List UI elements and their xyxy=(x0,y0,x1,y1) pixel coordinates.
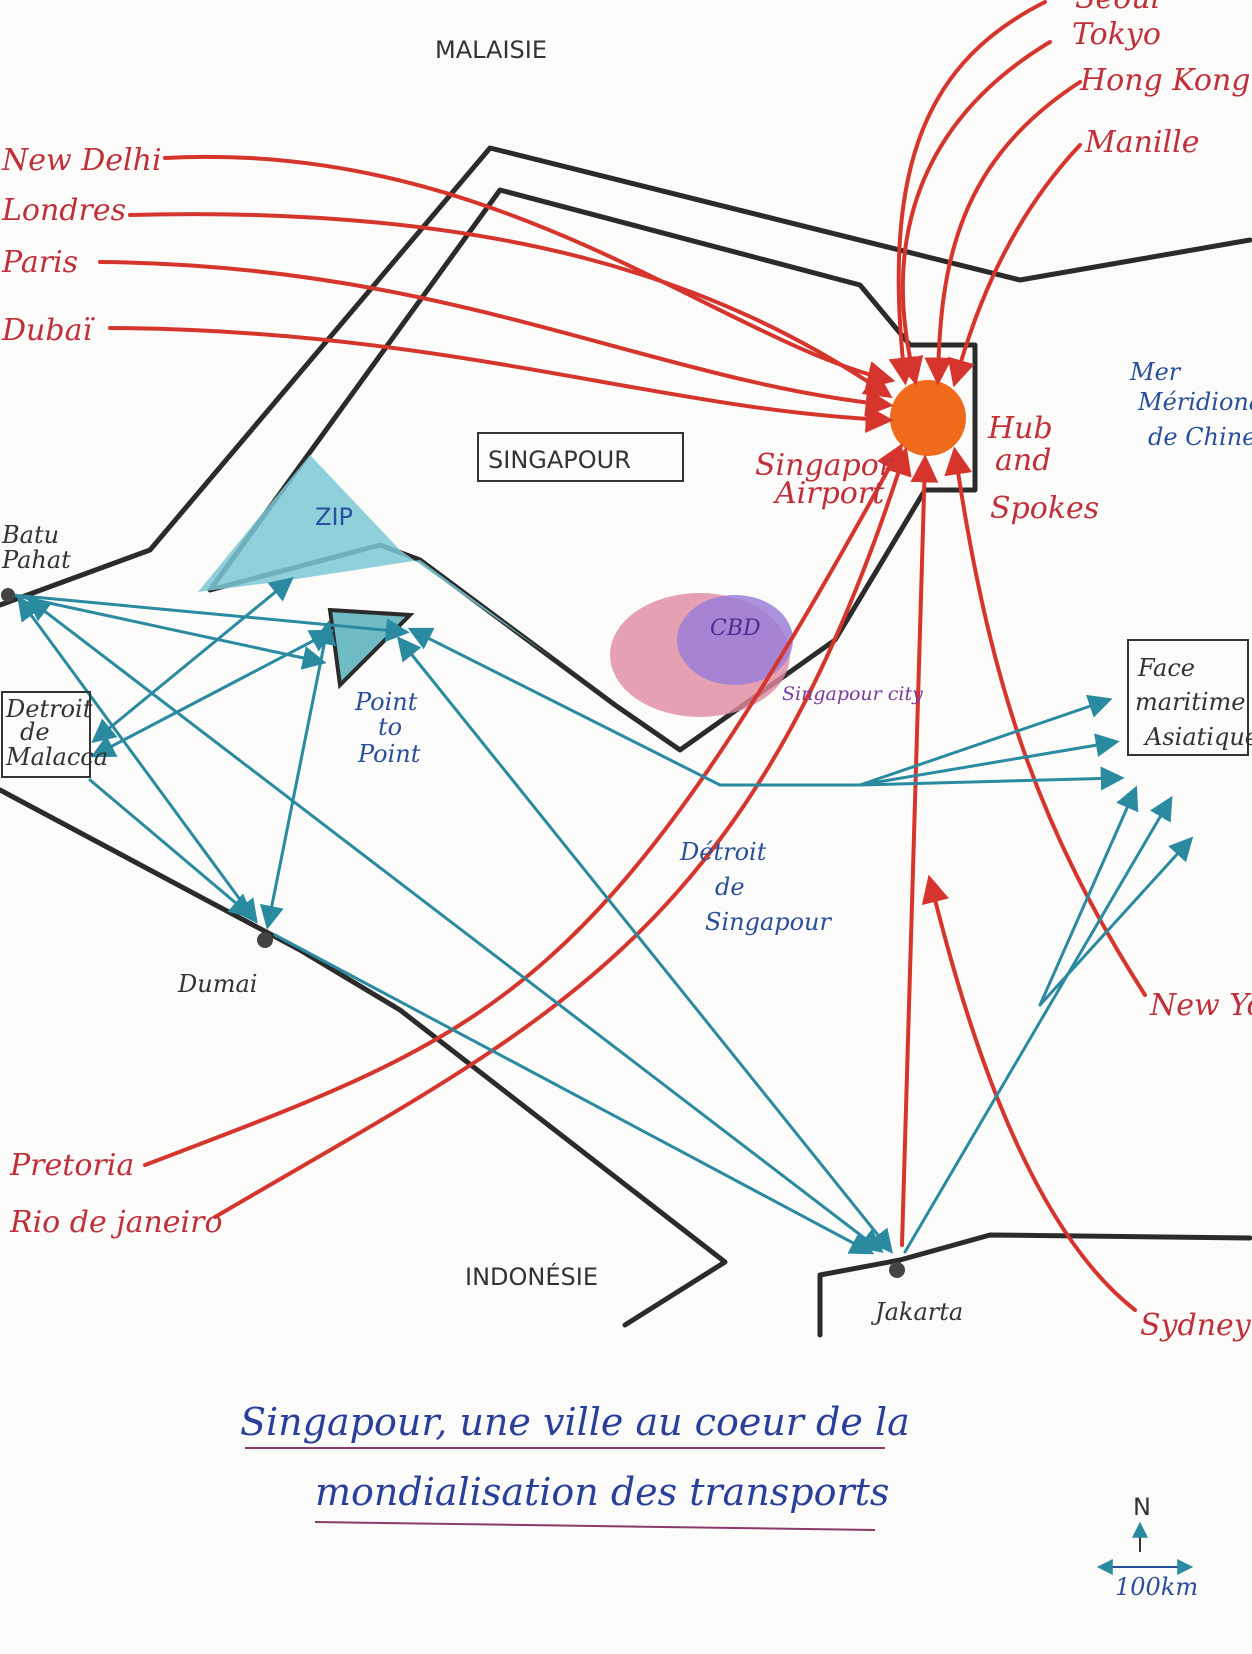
label-zip: ZIP xyxy=(315,503,353,531)
label-jakarta: Jakarta xyxy=(870,1298,963,1326)
dumai-dot xyxy=(257,932,273,948)
label-airport-2: Airport xyxy=(772,476,885,511)
sea-east-2 xyxy=(1038,836,1194,1007)
label-manille: Manille xyxy=(1084,125,1199,160)
route-dubai xyxy=(108,326,894,433)
label-ptp-2: to xyxy=(378,713,402,741)
label-hub-3: Spokes xyxy=(990,491,1099,526)
label-ptp-3: Point xyxy=(357,740,421,768)
label-malaisie: MALAISIE xyxy=(435,36,547,64)
sea-facade-1 xyxy=(858,694,1113,787)
malaysia-coast-outer xyxy=(0,145,1252,608)
coastlines xyxy=(0,145,1252,1338)
route-manille xyxy=(947,143,1082,388)
label-hub-2: and xyxy=(995,443,1051,478)
label-batu-2: Pahat xyxy=(1,546,71,574)
sea-jakarta-east xyxy=(903,795,1173,1254)
label-straits-2: de xyxy=(715,873,745,901)
label-dumai: Dumai xyxy=(177,970,257,998)
singapour-box xyxy=(477,432,684,482)
route-jakarta-hub xyxy=(900,454,939,1247)
sea-east-1 xyxy=(1038,785,1139,1007)
label-rio: Rio de janeiro xyxy=(9,1205,223,1240)
batu-pahat-dot xyxy=(1,588,15,602)
north-label: N xyxy=(1133,1493,1151,1521)
sea-malacca-dumai xyxy=(88,778,254,919)
label-facade-2: maritime xyxy=(1135,688,1246,716)
route-tokyo xyxy=(895,40,1052,386)
sea-ptp-jakarta xyxy=(396,636,894,1254)
route-londres xyxy=(128,212,893,399)
label-new-delhi: New Delhi xyxy=(1,143,162,178)
label-mer-1: Mer xyxy=(1129,358,1182,386)
sea-malacca-ptp xyxy=(90,629,335,758)
route-seoul xyxy=(888,0,1047,386)
sea-facade-ptp xyxy=(407,627,722,787)
label-sydney: Sydney xyxy=(1140,1308,1252,1343)
scale-label: 100km xyxy=(1115,1573,1198,1601)
label-hong-kong: Hong Kong xyxy=(1079,63,1250,98)
label-straits-1: Détroit xyxy=(679,838,767,866)
sea-facade-3 xyxy=(858,766,1125,791)
label-singapour-city: Singapour city xyxy=(782,683,923,705)
title-line-2: mondialisation des transports xyxy=(315,1470,889,1514)
label-paris: Paris xyxy=(1,245,78,280)
singapore-airport-hub xyxy=(890,380,966,456)
label-facade-1: Face xyxy=(1137,654,1195,682)
route-new-delhi xyxy=(163,154,896,389)
label-indonesie: INDONÉSIE xyxy=(465,1262,598,1291)
route-new-york xyxy=(944,446,1147,997)
label-mer-2: Méridionale xyxy=(1137,388,1252,416)
sea-dumai-jakarta xyxy=(273,933,875,1255)
label-airport-1: Singapor xyxy=(755,448,895,483)
label-batu-1: Batu xyxy=(1,521,59,549)
point-to-point-zone xyxy=(327,607,415,690)
route-sydney xyxy=(921,874,1137,1312)
indonesia-coast-west xyxy=(0,787,728,1328)
label-tokyo: Tokyo xyxy=(1072,17,1161,52)
malacca-box xyxy=(1,691,91,778)
label-singapour: SINGAPOUR xyxy=(488,446,631,474)
jakarta-dot xyxy=(889,1262,905,1278)
label-hub-1: Hub xyxy=(987,411,1053,446)
facade-box xyxy=(1127,639,1249,756)
label-ptp-1: Point xyxy=(354,688,418,716)
zip-zone xyxy=(198,455,555,660)
sea-ptp-dumai xyxy=(259,620,337,930)
label-malacca-3: Malacca xyxy=(5,743,108,771)
label-pretoria: Pretoria xyxy=(9,1148,134,1183)
route-hong-kong xyxy=(924,80,1082,386)
label-straits-3: Singapour xyxy=(705,908,833,936)
label-mer-3: de Chine xyxy=(1148,423,1252,451)
title-underline-2 xyxy=(314,1521,876,1531)
label-londres: Londres xyxy=(1,193,126,228)
label-seoul: Séoul xyxy=(1075,0,1160,16)
label-cbd: CBD xyxy=(710,616,761,641)
label-malacca-2: de xyxy=(20,718,50,746)
sea-malacca-zip xyxy=(91,576,294,744)
title-line-1: Singapour, une ville au coeur de la xyxy=(240,1400,910,1444)
sea-facade-2 xyxy=(858,733,1120,787)
route-paris xyxy=(98,260,894,417)
label-facade-3: Asiatique xyxy=(1143,723,1252,751)
label-new-york: New York xyxy=(1149,988,1252,1023)
label-dubai: Dubaï xyxy=(1,313,95,348)
indonesia-coast-east xyxy=(817,1232,1252,1338)
label-malacca-1: Detroit xyxy=(5,695,93,723)
sea-routes xyxy=(10,576,1194,1255)
